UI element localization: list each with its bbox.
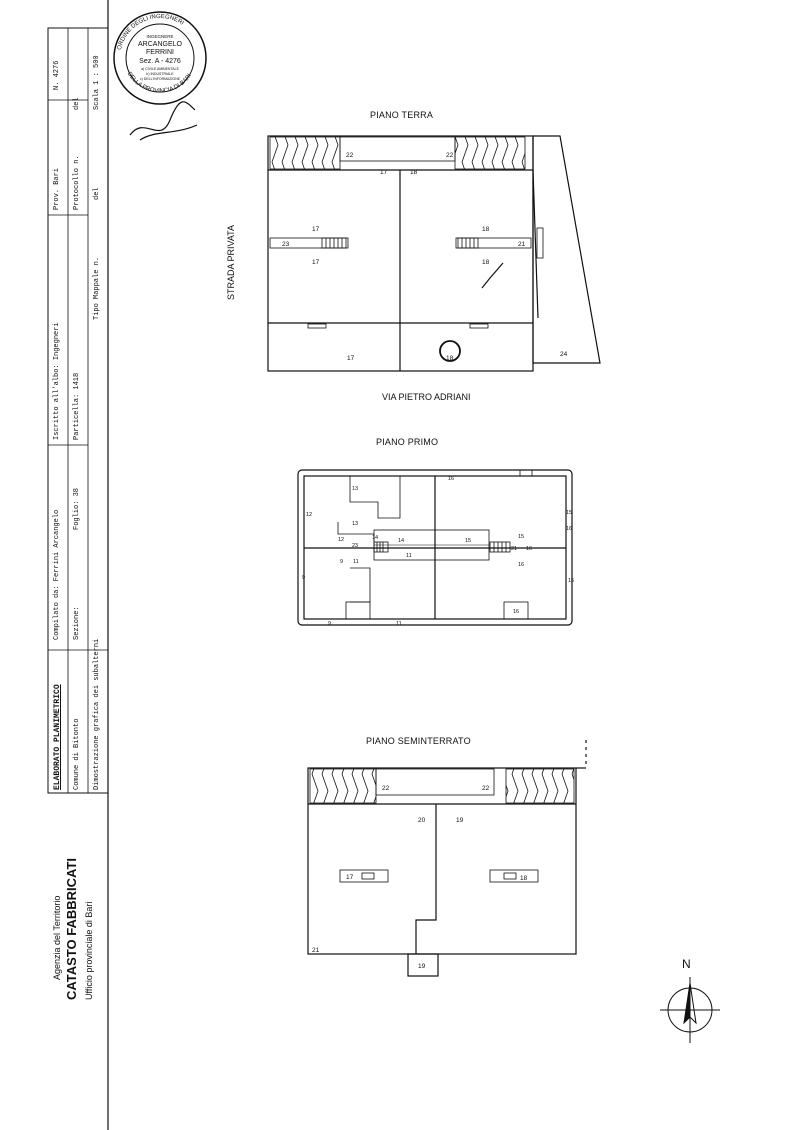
north-label: N bbox=[682, 957, 691, 971]
sezione: Sezione: bbox=[73, 606, 81, 640]
particella: Particella: 1418 bbox=[73, 372, 81, 440]
catasto-fabbricati: CATASTO FABBRICATI bbox=[64, 857, 79, 1000]
svg-text:9: 9 bbox=[328, 621, 331, 627]
signature bbox=[129, 101, 198, 141]
ps-labels: 22 22 20 19 17 18 21 19 bbox=[312, 785, 528, 970]
stamp-line-5: a) CIVILE AMBIENTALE bbox=[141, 67, 180, 71]
svg-text:22: 22 bbox=[482, 785, 490, 792]
piano-primo-title: PIANO PRIMO bbox=[376, 437, 439, 447]
svg-text:22: 22 bbox=[382, 785, 390, 792]
svg-text:21: 21 bbox=[518, 241, 526, 248]
provincia: Prov. Bari bbox=[53, 167, 61, 210]
svg-text:24: 24 bbox=[560, 351, 568, 358]
ps-ramps bbox=[309, 768, 575, 804]
svg-text:15: 15 bbox=[465, 538, 471, 544]
elaborato-title: ELABORATO PLANIMETRICO bbox=[53, 684, 62, 790]
svg-text:23: 23 bbox=[282, 241, 290, 248]
svg-text:11: 11 bbox=[353, 559, 359, 565]
stamp-graphic: ORDINE DEGLI INGEGNERI DELLA PROVINCIA D… bbox=[113, 11, 207, 105]
pt-outline bbox=[267, 135, 601, 372]
svg-text:13: 13 bbox=[352, 486, 358, 492]
svg-text:17: 17 bbox=[380, 169, 388, 176]
foglio: Foglio: 38 bbox=[73, 487, 81, 530]
svg-text:18: 18 bbox=[482, 259, 490, 266]
svg-text:16: 16 bbox=[448, 476, 454, 482]
agency-name: Agenzia del Territorio bbox=[52, 895, 62, 980]
cadastral-header-strip: ELABORATO PLANIMETRICO Compilato da: Fer… bbox=[0, 0, 110, 1130]
stamp-line-1: INGEGNERE bbox=[146, 34, 173, 39]
ufficio-provinciale: Ufficio provinciale di Bari bbox=[84, 901, 94, 1000]
pp-labels: 16 13 12 13 12 14 23 9 11 14 15 11 21 16… bbox=[302, 476, 574, 627]
svg-text:16: 16 bbox=[518, 562, 524, 568]
piano-primo-plan: 16 13 12 13 12 14 23 9 11 14 15 11 21 16… bbox=[297, 469, 574, 627]
pt-checkmark bbox=[481, 262, 504, 289]
pp-stairs bbox=[373, 541, 511, 553]
svg-text:9: 9 bbox=[340, 559, 343, 565]
piano-terra-title: PIANO TERRA bbox=[370, 110, 434, 120]
strada-privata-label: STRADA PRIVATA bbox=[226, 224, 236, 300]
svg-text:18: 18 bbox=[446, 355, 454, 362]
svg-text:20: 20 bbox=[418, 817, 426, 824]
svg-text:17: 17 bbox=[312, 259, 320, 266]
via-pietro-adriani-label: VIA PIETRO ADRIANI bbox=[382, 392, 471, 402]
svg-text:12: 12 bbox=[306, 512, 312, 518]
svg-text:16: 16 bbox=[566, 526, 572, 532]
stamp-line-6: b) INDUSTRIALE bbox=[146, 72, 174, 76]
svg-text:21: 21 bbox=[312, 947, 320, 954]
svg-text:17: 17 bbox=[312, 226, 320, 233]
svg-text:23: 23 bbox=[352, 543, 358, 549]
svg-text:11: 11 bbox=[396, 621, 402, 627]
svg-text:14: 14 bbox=[372, 535, 378, 541]
stamp-line-4: Sez. A - 4276 bbox=[139, 58, 181, 65]
tipo-mappale: Tipo Mappale n. bbox=[93, 256, 101, 320]
svg-text:14: 14 bbox=[398, 538, 404, 544]
pt-stairs bbox=[269, 227, 544, 362]
svg-text:11: 11 bbox=[406, 553, 412, 559]
piano-seminterrato-plan: 22 22 20 19 17 18 21 19 bbox=[307, 740, 587, 977]
pp-outline bbox=[297, 469, 573, 626]
svg-text:19: 19 bbox=[456, 817, 464, 824]
svg-text:9: 9 bbox=[302, 575, 305, 581]
svg-text:15: 15 bbox=[568, 578, 574, 584]
pt-labels: 22 22 17 18 17 23 17 18 21 18 17 18 24 bbox=[282, 152, 568, 362]
ps-stairs bbox=[339, 869, 539, 883]
pt-ramps bbox=[269, 136, 526, 170]
compilato-da: Compilato da: Ferrini Arcangelo bbox=[53, 509, 61, 640]
stamp-line-2: ARCANGELO bbox=[138, 41, 183, 48]
protocollo: Protocollo n. bbox=[73, 155, 81, 210]
svg-text:18: 18 bbox=[410, 169, 418, 176]
protocollo-del: del bbox=[73, 97, 81, 110]
stamp-line-3: FERRINI bbox=[146, 49, 174, 56]
stamp-line-7: c) DELL'INFORMAZIONE bbox=[140, 77, 181, 81]
svg-text:17: 17 bbox=[346, 874, 354, 881]
svg-text:19: 19 bbox=[418, 963, 426, 970]
svg-text:15: 15 bbox=[518, 534, 524, 540]
svg-text:17: 17 bbox=[347, 355, 355, 362]
tipo-mappale-del: del bbox=[93, 187, 101, 200]
svg-text:15: 15 bbox=[566, 510, 572, 516]
comune: Comune di Bitonto bbox=[73, 718, 81, 790]
north-arrow-icon bbox=[660, 977, 720, 1043]
piano-seminterrato-title: PIANO SEMINTERRATO bbox=[366, 736, 471, 746]
svg-text:16: 16 bbox=[513, 609, 519, 615]
svg-text:13: 13 bbox=[352, 521, 358, 527]
numero-iscrizione: N. 4276 bbox=[53, 60, 61, 90]
svg-text:22: 22 bbox=[446, 152, 454, 159]
svg-text:21: 21 bbox=[511, 546, 517, 552]
svg-text:18: 18 bbox=[520, 875, 528, 882]
scala: Scala 1 : 500 bbox=[93, 55, 101, 110]
engineer-stamp: ORDINE DEGLI INGEGNERI DELLA PROVINCIA D… bbox=[110, 8, 210, 108]
iscritto-albo: Iscritto all'albo: Ingegneri bbox=[53, 322, 61, 440]
svg-text:22: 22 bbox=[346, 152, 354, 159]
svg-text:12: 12 bbox=[338, 537, 344, 543]
piano-terra-plan: 22 22 17 18 17 23 17 18 21 18 17 18 24 bbox=[267, 135, 601, 372]
svg-text:16: 16 bbox=[526, 546, 532, 552]
ps-outline bbox=[307, 740, 587, 977]
svg-text:18: 18 bbox=[482, 226, 490, 233]
dimostrazione-grafica: Dimostrazione grafica dei subalterni bbox=[93, 638, 101, 790]
header-table-lines bbox=[47, 0, 109, 1130]
